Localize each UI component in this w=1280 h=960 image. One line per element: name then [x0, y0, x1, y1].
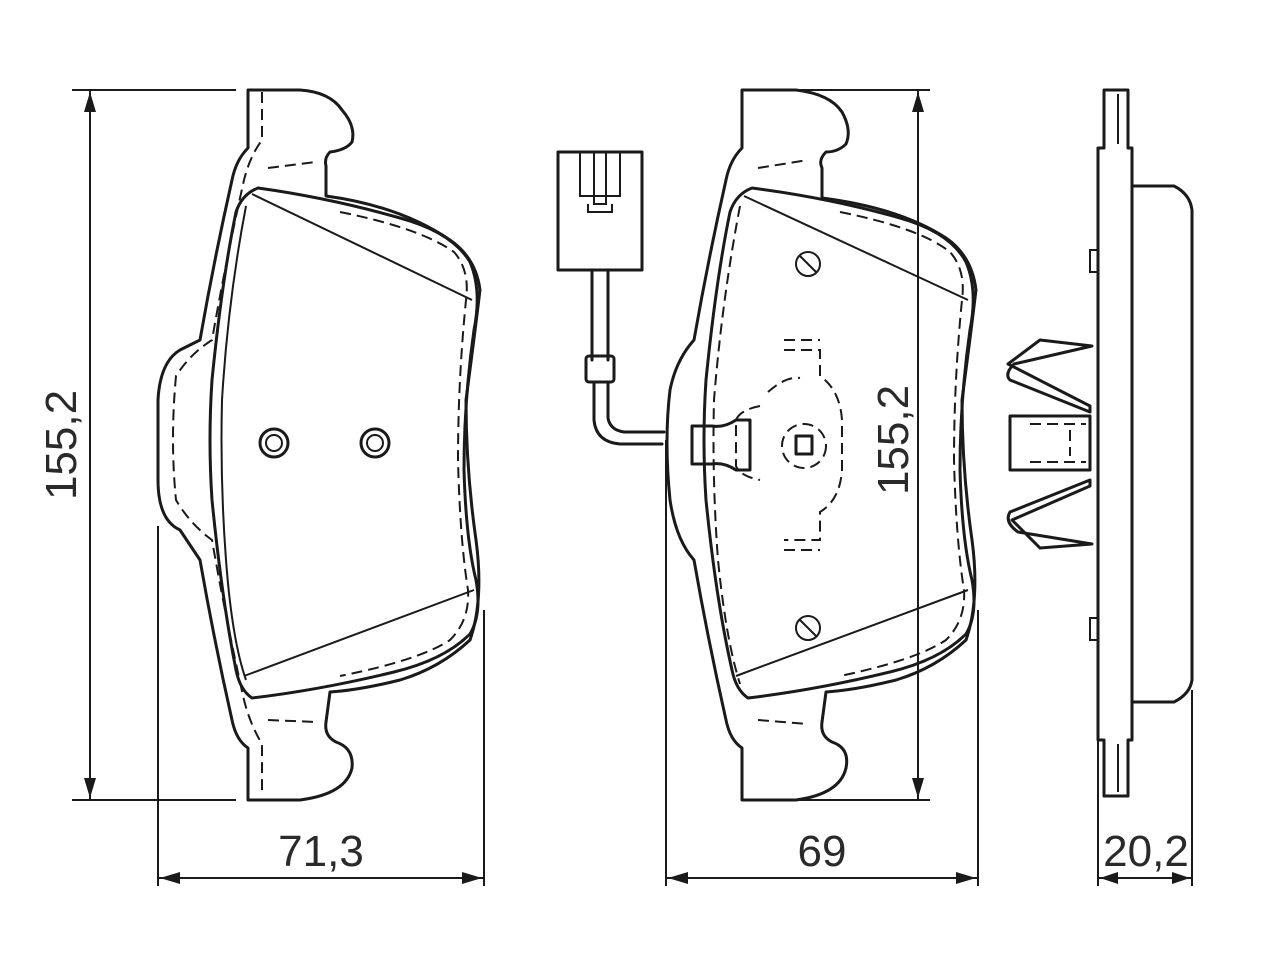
- left-pad-width-label: 71,3: [278, 827, 364, 876]
- center-pad-friction-dashed: [712, 205, 966, 685]
- center-pad-backing-plate: [665, 88, 978, 802]
- left-height-dimension: 155,2: [37, 89, 236, 801]
- center-brake-pad: [665, 88, 978, 802]
- left-pad-friction-dashed: [339, 211, 470, 677]
- center-pad-spring-clip: [735, 349, 843, 541]
- wear-sensor: [556, 150, 666, 446]
- left-pad-hidden-contour: [172, 92, 263, 796]
- sensor-connector: [556, 150, 644, 272]
- side-view-spring-clip: [1006, 338, 1094, 550]
- left-pad-chamfer-top: [251, 193, 473, 301]
- center-width-dimension: 69: [665, 440, 979, 886]
- left-brake-pad: [156, 88, 482, 802]
- sensor-cable: [590, 268, 610, 362]
- center-pad-chamfer-top: [743, 195, 969, 301]
- side-view-pad: [1006, 88, 1194, 798]
- left-pad-friction-material: [208, 186, 480, 700]
- center-pad-width-label: 69: [798, 827, 847, 876]
- left-pad-friction-inner: [220, 205, 247, 681]
- left-pad-dashed-top: [267, 161, 317, 723]
- center-pad-clip-tab: [690, 418, 752, 472]
- left-pad-hole-2: [359, 427, 391, 459]
- center-pad-chamfer-bottom: [735, 589, 969, 677]
- center-pad-rivet-bottom: [795, 615, 821, 641]
- left-width-dimension: 71,3: [157, 526, 485, 886]
- side-view-backing-plate: [1096, 88, 1134, 798]
- left-pad-height-label: 155,2: [37, 390, 86, 500]
- center-height-dimension: 155,2: [800, 89, 930, 801]
- center-pad-height-label: 155,2: [869, 385, 918, 495]
- left-pad-backing-plate: [156, 88, 482, 802]
- side-view-friction-material: [1130, 184, 1194, 704]
- center-pad-hidden-contour: [757, 159, 809, 725]
- left-pad-chamfer-bottom: [243, 589, 475, 677]
- thickness-dimension: 20,2: [1097, 690, 1193, 886]
- center-pad-friction-material: [702, 186, 976, 700]
- center-pad-rivet-top: [795, 251, 821, 277]
- left-pad-hole-1: [258, 427, 290, 459]
- thickness-label: 20,2: [1103, 827, 1189, 876]
